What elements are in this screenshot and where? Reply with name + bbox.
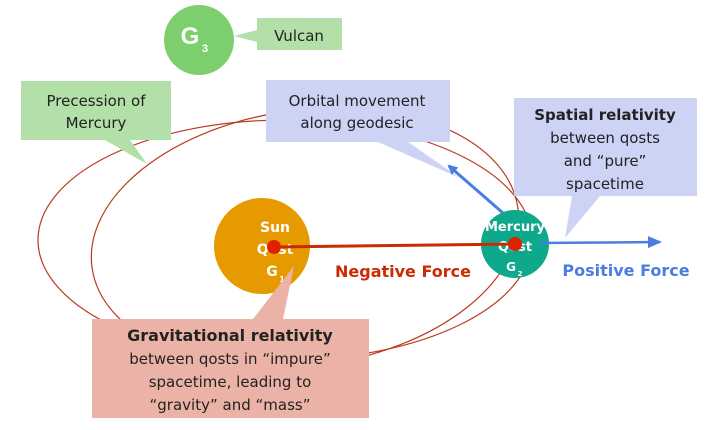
mercury-line1: Mercury (485, 220, 546, 235)
g3-letter: G (181, 23, 200, 50)
orbital-movement-arrow (447, 164, 504, 215)
sun-node (214, 198, 310, 294)
precession-line1: Precession of (46, 92, 146, 110)
sun-line1: Sun (260, 220, 290, 236)
positive-force-label: Positive Force (562, 261, 689, 280)
precession-line2: Mercury (66, 114, 127, 132)
mercury-center-point (508, 237, 522, 251)
mercury-subscript: 2 (518, 270, 523, 278)
g3-subscript: 3 (202, 43, 208, 55)
spatial-line3: spacetime (566, 175, 644, 193)
spatial-callout (514, 98, 697, 238)
vulcan-label: Vulcan (274, 27, 324, 45)
sun-letter: G (266, 264, 278, 280)
gravitational-callout (92, 266, 369, 418)
orbital-line2: along geodesic (300, 114, 413, 132)
orbital-callout (266, 80, 460, 178)
precession-callout (21, 81, 171, 164)
gravitational-line3: “gravity” and “mass” (150, 396, 311, 414)
gravitational-line2: spacetime, leading to (149, 373, 312, 391)
mercury-letter: G (506, 260, 516, 274)
sun-center-point (267, 240, 281, 254)
positive-force-arrow (539, 236, 662, 249)
spatial-line1: between qosts (550, 129, 660, 147)
spatial-line2: and “pure” (564, 152, 647, 170)
gravitational-line1: between qosts in “impure” (129, 350, 330, 368)
orbital-line1: Orbital movement (289, 92, 426, 110)
vulcan-callout (234, 18, 342, 50)
sun-subscript: 1 (279, 275, 285, 284)
negative-force-line (273, 242, 516, 249)
g3-node (164, 5, 234, 75)
gravitational-title: Gravitational relativity (127, 326, 333, 345)
negative-force-label: Negative Force (335, 262, 471, 281)
spatial-title: Spatial relativity (534, 106, 676, 124)
